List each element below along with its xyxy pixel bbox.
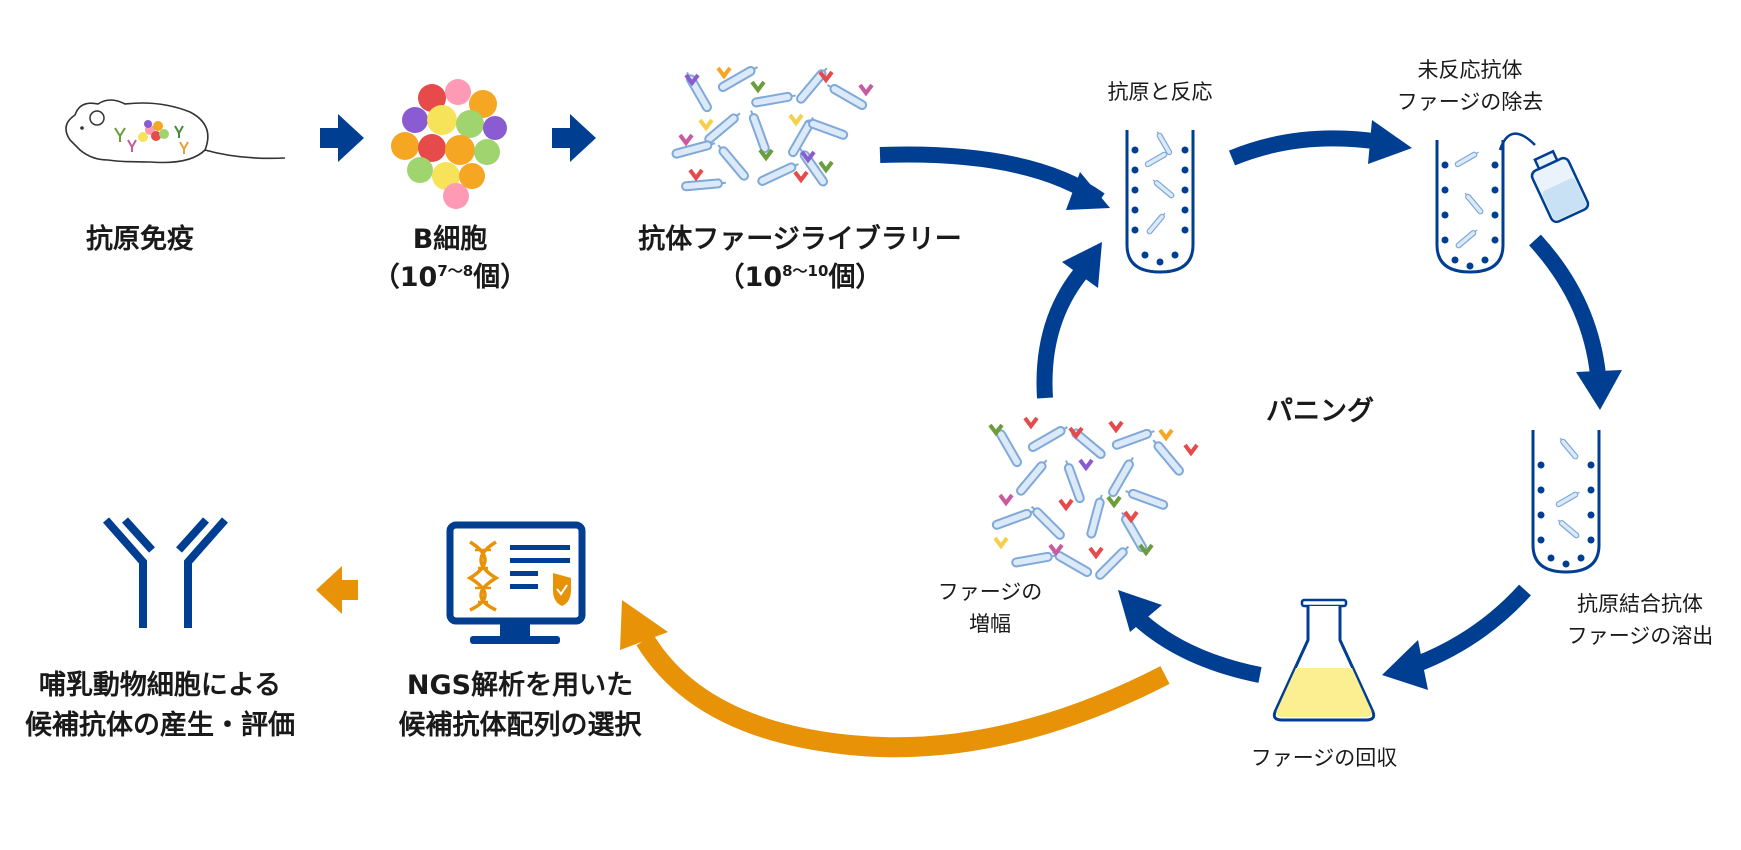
wash-label-line1: 未反応抗体 — [1417, 58, 1523, 82]
ngs-label-line1: NGS解析を用いた — [406, 670, 634, 701]
bcell-label: B細胞 — [412, 224, 488, 255]
wash-bottle-icon — [1498, 132, 1590, 224]
test-tube-icon — [1125, 129, 1195, 274]
curved-arrow-icon — [1036, 262, 1092, 399]
mouse-icon — [65, 99, 286, 164]
arrow-head-icon — [1062, 242, 1102, 288]
curved-arrow-icon — [1228, 130, 1382, 166]
curved-arrow-icon — [879, 146, 1105, 207]
reaction-label: 抗原と反応 — [1107, 80, 1213, 104]
panning-title: パニング — [1266, 396, 1374, 427]
bcell-count-prefix: （10 — [372, 262, 438, 293]
amplification-label-line1: ファージの — [937, 580, 1043, 604]
arrow-icon — [316, 566, 358, 614]
test-tube-icon — [1531, 430, 1601, 574]
library-count: （108〜10個） — [610, 260, 990, 296]
library-count-suffix: 個） — [828, 262, 883, 293]
immunization-label: 抗原免疫 — [86, 224, 194, 255]
bcell-count: （107〜8個） — [350, 260, 550, 296]
test-tube-icon — [1435, 140, 1505, 274]
phage-library-icon — [670, 62, 874, 192]
ngs-label-line2: 候補抗体配列の選択 — [398, 710, 642, 741]
b-cell-cluster-icon — [391, 79, 507, 209]
dna-monitor-icon — [446, 521, 586, 644]
arrow-head-icon — [620, 600, 668, 650]
bcell-count-exponent: 7〜8 — [437, 262, 474, 280]
amplification-label-line2: 増幅 — [969, 612, 1011, 636]
arrow-head-icon — [1066, 172, 1110, 210]
elution-label-line1: 抗原結合抗体 — [1577, 592, 1703, 616]
arrow-head-icon — [1118, 590, 1162, 632]
recovery-label: ファージの回収 — [1250, 746, 1398, 770]
production-label-line1: 哺乳動物細胞による — [38, 670, 282, 701]
library-count-prefix: （10 — [717, 262, 783, 293]
elution-label-line2: ファージの溶出 — [1566, 624, 1714, 648]
antibody-icon — [102, 517, 229, 628]
library-label: 抗体ファージライブラリー — [638, 224, 962, 255]
curved-arrow-icon — [1529, 234, 1606, 376]
arrow-icon — [552, 114, 596, 162]
production-label-line2: 候補抗体の産生・評価 — [25, 710, 295, 741]
library-count-exponent: 8〜10 — [782, 262, 829, 280]
arrow-icon — [320, 114, 364, 162]
flask-icon — [1272, 598, 1376, 722]
phage-library-icon — [988, 416, 1199, 582]
bcell-count-suffix: 個） — [473, 262, 528, 293]
curved-arrow-icon — [636, 634, 1170, 758]
curved-arrow-icon — [1134, 613, 1262, 683]
arrow-head-icon — [1382, 640, 1428, 690]
curved-arrow-icon — [1412, 584, 1531, 673]
wash-label-line2: ファージの除去 — [1396, 90, 1544, 114]
arrow-head-icon — [1368, 120, 1412, 164]
arrow-head-icon — [1576, 370, 1622, 410]
